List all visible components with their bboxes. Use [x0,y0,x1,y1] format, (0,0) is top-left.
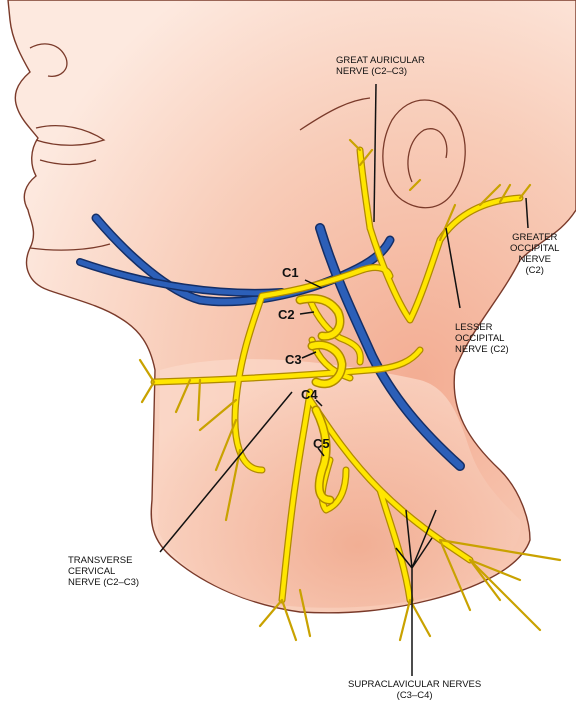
leader-transverse-cervical [159,391,293,553]
leader-great-auricular [373,83,377,223]
label-great-auricular-line-2: NERVE (C2–C3) [336,66,408,77]
leader-lesser-occipital [445,227,461,309]
level-c5: C5 [313,436,330,451]
level-c3: C3 [285,352,302,367]
leader-supraclavicular [395,509,437,676]
face-features [29,43,466,251]
level-c1: C1 [282,265,299,280]
label-lesser-occipital-line-1: LESSER [455,322,493,333]
label-transverse-cervical-line-2: CERVICAL [68,566,116,577]
label-lesser-occipital-line-2: OCCIPITAL [455,333,505,344]
label-supraclavicular-line-1: SUPRACLAVICULAR NERVES [348,679,482,690]
label-greater-occipital-line-4: (C2) [525,265,544,276]
label-greater-occipital-line-2: OCCIPITAL [510,243,560,254]
label-transverse-cervical-line-1: TRANSVERSE [68,555,133,566]
nose [29,43,68,77]
label-supraclavicular-nerves: SUPRACLAVICULAR NERVES (C3–C4) [348,679,481,701]
label-greater-occipital-line-1: GREATER [512,232,558,243]
label-supraclavicular-line-2: (C3–C4) [396,690,433,701]
level-c4: C4 [301,387,318,402]
label-great-auricular-line-1: GREAT AURICULAR [336,55,425,66]
label-lesser-occipital-nerve: LESSER OCCIPITAL NERVE (C2) [455,322,509,355]
label-greater-occipital-nerve: GREATER OCCIPITAL NERVE (C2) [510,232,559,276]
nerves [138,138,562,642]
level-c2: C2 [278,307,295,322]
chin-line [29,243,111,251]
ear [382,99,466,209]
level-markers [299,279,325,457]
label-transverse-cervical-nerve: TRANSVERSE CERVICAL NERVE (C2–C3) [68,555,139,588]
label-greater-occipital-line-3: NERVE [518,254,551,265]
head-neck-skin [7,0,576,614]
leader-lines [159,83,529,676]
label-lesser-occipital-line-3: NERVE (C2) [455,344,509,355]
label-transverse-cervical-line-3: NERVE (C2–C3) [68,577,140,588]
veins [76,213,465,471]
leader-greater-occipital [525,197,529,229]
lips [35,125,106,146]
label-great-auricular-nerve: GREAT AURICULAR NERVE (C2–C3) [336,55,425,77]
